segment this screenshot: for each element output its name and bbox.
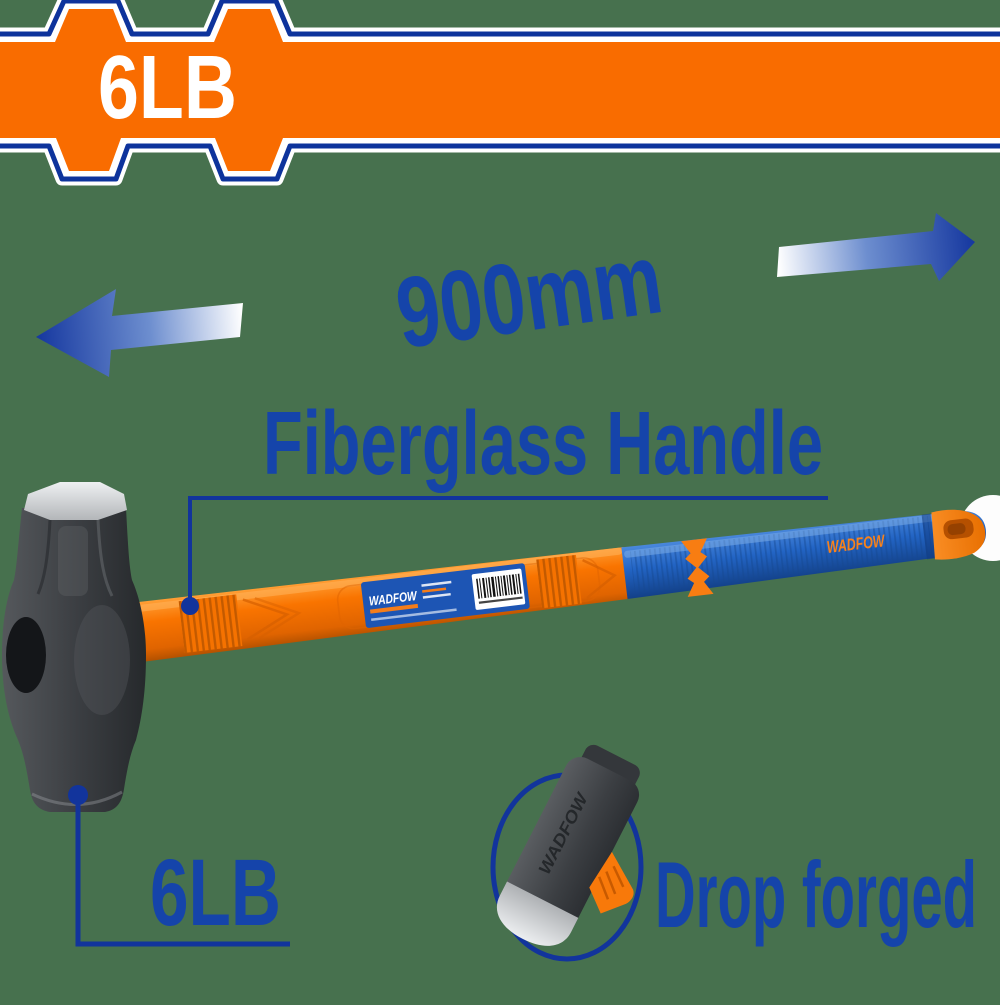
length-annotation: 900mm — [36, 213, 975, 377]
label-orange-rule — [369, 603, 419, 614]
grip-texture — [629, 515, 933, 594]
weight-callout-line — [75, 795, 290, 947]
banner-orange-band — [0, 9, 1000, 171]
grip-link-ornament — [681, 538, 714, 597]
detail-hammer-head: WADFOW — [496, 744, 640, 946]
detail-head-body — [499, 756, 640, 938]
handle-callout-dot — [181, 597, 199, 615]
handle-chevron-1b — [254, 596, 302, 639]
weight-callout: 6LB — [68, 785, 290, 947]
head-chamfer-groove-left — [36, 519, 52, 595]
barcode — [471, 568, 526, 610]
handle-grip: WADFOW — [621, 509, 986, 600]
head-eye-shadow — [6, 617, 46, 693]
grip-top-sheen — [624, 511, 962, 558]
handle-label: WADFOW — [361, 563, 530, 628]
detail-handle-socket — [589, 851, 634, 914]
label-text-row-4 — [371, 608, 457, 622]
forged-text: Drop forged — [655, 842, 977, 947]
handle-callout-line — [188, 496, 828, 606]
detail-head-striking-face — [496, 881, 579, 946]
weight-callout-text: 6LB — [150, 840, 281, 946]
barcode-digits-row — [478, 596, 523, 604]
handle-callout — [181, 496, 828, 615]
weight-callout-dot — [68, 785, 88, 805]
label-text-row-2 — [422, 587, 447, 593]
forged-detail: WADFOW Drop forged — [490, 744, 977, 962]
head-chamfer-groove-right — [96, 519, 114, 597]
label-brand-text: WADFOW — [368, 588, 419, 609]
end-cap — [931, 509, 986, 560]
handle-chevron-2 — [582, 558, 617, 599]
hammer-handle: WADFOW — [136, 509, 986, 662]
handle-grip-ribs-2 — [536, 554, 582, 609]
handle-chevron-1 — [242, 598, 290, 641]
socket-rib-3 — [598, 876, 610, 900]
handle-callout-text: Fiberglass Handle — [263, 394, 823, 494]
head-front-highlight — [58, 526, 88, 596]
socket-rib-2 — [605, 871, 617, 895]
banner-weight-text: 6LB — [98, 38, 237, 138]
sledgehammer: WADFOW — [2, 482, 1000, 812]
head-striking-face — [24, 482, 127, 520]
weight-banner: 6LB — [0, 0, 1000, 186]
cap-shadow-ring — [921, 513, 936, 560]
head-cheek-highlight — [74, 605, 130, 715]
hammer-head — [2, 482, 146, 812]
hang-hole-inner — [947, 523, 966, 536]
label-text-row-1 — [421, 580, 452, 587]
handle-top-sheen — [139, 547, 622, 612]
length-text: 900mm — [390, 222, 669, 370]
right-arrow-icon — [777, 213, 975, 281]
left-arrow-icon — [36, 289, 243, 377]
head-body — [2, 508, 146, 812]
socket-rib-1 — [612, 865, 625, 888]
label-text-row-3 — [422, 592, 451, 599]
